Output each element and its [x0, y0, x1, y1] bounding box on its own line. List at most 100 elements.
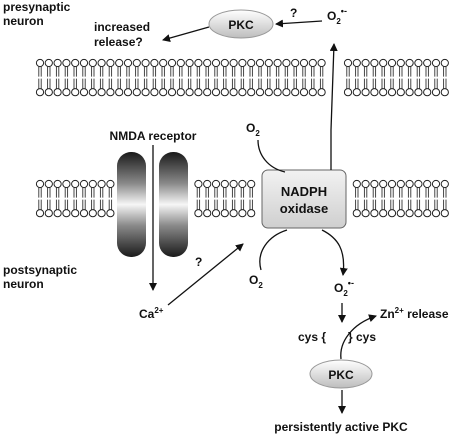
lipid-head: [194, 179, 203, 189]
lipid-tail: [399, 66, 403, 77]
lipid-head: [352, 88, 361, 97]
lipid-tail: [390, 66, 394, 77]
lipid-tail: [55, 78, 60, 89]
postsynaptic-membrane: [35, 179, 449, 218]
lipid-head: [53, 88, 62, 97]
lipid-head: [308, 88, 317, 97]
lipid-tail: [47, 66, 51, 77]
lipid-tail: [372, 187, 377, 198]
lipid-head: [106, 209, 115, 218]
lipid-tail: [390, 199, 394, 210]
lipid-head: [167, 58, 177, 68]
lipid-tail: [214, 66, 218, 77]
lipid-tail: [196, 78, 201, 89]
lipid-head: [247, 179, 256, 189]
lipid-head: [379, 179, 388, 189]
pkc-bottom-label: PKC: [328, 368, 354, 382]
lipid-head: [352, 209, 361, 218]
lipid-tail: [240, 78, 245, 89]
lipid-tail: [434, 187, 438, 198]
lipid-head: [53, 58, 62, 68]
lipid-head: [79, 179, 89, 189]
lipid-head: [273, 58, 282, 68]
o2-upper-label: O2: [246, 121, 260, 138]
lipid-tail: [170, 78, 174, 89]
arrow-calcium-to-oxidase: [167, 243, 244, 306]
cys-left-label: cys {: [298, 330, 326, 344]
lipid-head: [159, 58, 168, 68]
lipid-tail: [416, 78, 421, 89]
lipid-head: [238, 209, 247, 218]
lipid-tail: [399, 78, 403, 89]
lipid-tail: [390, 187, 394, 198]
presynaptic-neuron-label: neuron: [3, 14, 44, 28]
lipid-tail: [425, 187, 429, 198]
lipid-head: [440, 58, 449, 68]
lipid-head: [44, 88, 53, 97]
postsynaptic-label: postsynaptic: [3, 263, 77, 277]
lipid-tail: [73, 187, 77, 198]
lipid-tail: [143, 66, 148, 77]
lipid-tail: [381, 66, 385, 77]
lipid-head: [238, 58, 247, 68]
lipid-tail: [223, 199, 227, 210]
lipid-tail: [196, 187, 201, 198]
lipid-head: [176, 88, 185, 97]
nmda-receptor-label: NMDA receptor: [110, 129, 197, 143]
lipid-tail: [108, 66, 113, 77]
lipid-tail: [372, 199, 377, 210]
superoxide-top-label: O2•-: [327, 6, 347, 26]
lipid-head: [62, 209, 71, 218]
lipid-head: [115, 88, 124, 97]
lipid-tail: [346, 78, 350, 89]
lipid-head: [79, 88, 89, 97]
lipid-tail: [179, 78, 183, 89]
lipid-head: [229, 88, 238, 97]
lipid-head: [79, 58, 89, 68]
lipid-head: [379, 209, 388, 218]
release-question-label: release?: [94, 35, 143, 49]
postsynaptic-neuron-label: neuron: [3, 277, 44, 291]
lipid-head: [352, 58, 361, 68]
lipid-tail: [187, 66, 192, 77]
lipid-tail: [355, 199, 359, 210]
lipid-head: [440, 88, 449, 97]
lipid-head: [185, 58, 194, 68]
presynaptic-label: presynaptic: [3, 0, 71, 14]
lipid-tail: [399, 199, 403, 210]
lipid-head: [106, 58, 115, 68]
lipid-head: [71, 58, 80, 68]
lipid-tail: [47, 187, 51, 198]
lipid-head: [123, 58, 133, 68]
lipid-head: [396, 179, 405, 189]
lipid-tail: [240, 199, 245, 210]
lipid-head: [115, 58, 124, 68]
lipid-head: [361, 58, 370, 68]
arrow-oxidase-to-superoxide-top: [329, 43, 338, 170]
lipid-head: [62, 58, 71, 68]
lipid-head: [431, 58, 441, 68]
oxidase-label: oxidase: [280, 201, 328, 216]
lipid-head: [387, 209, 397, 218]
arrow-cys-to-zinc-release: [340, 314, 377, 360]
lipid-tail: [161, 78, 165, 89]
lipid-head: [414, 179, 423, 189]
lipid-head: [255, 58, 265, 68]
lipid-tail: [135, 78, 139, 89]
lipid-head: [150, 88, 159, 97]
lipid-tail: [179, 66, 183, 77]
lipid-tail: [267, 78, 271, 89]
lipid-tail: [117, 66, 121, 77]
lipid-head: [71, 209, 80, 218]
lipid-tail: [64, 78, 69, 89]
calcium-label: Ca2+: [139, 306, 164, 321]
lipid-tail: [319, 78, 324, 89]
lipid-tail: [363, 187, 368, 198]
lipid-tail: [91, 78, 95, 89]
arrow-pkc-to-release: [162, 26, 210, 42]
lipid-tail: [82, 78, 86, 89]
lipid-tail: [249, 187, 253, 198]
lipid-head: [423, 88, 432, 97]
lipid-head: [229, 209, 238, 218]
lipid-head: [106, 88, 115, 97]
